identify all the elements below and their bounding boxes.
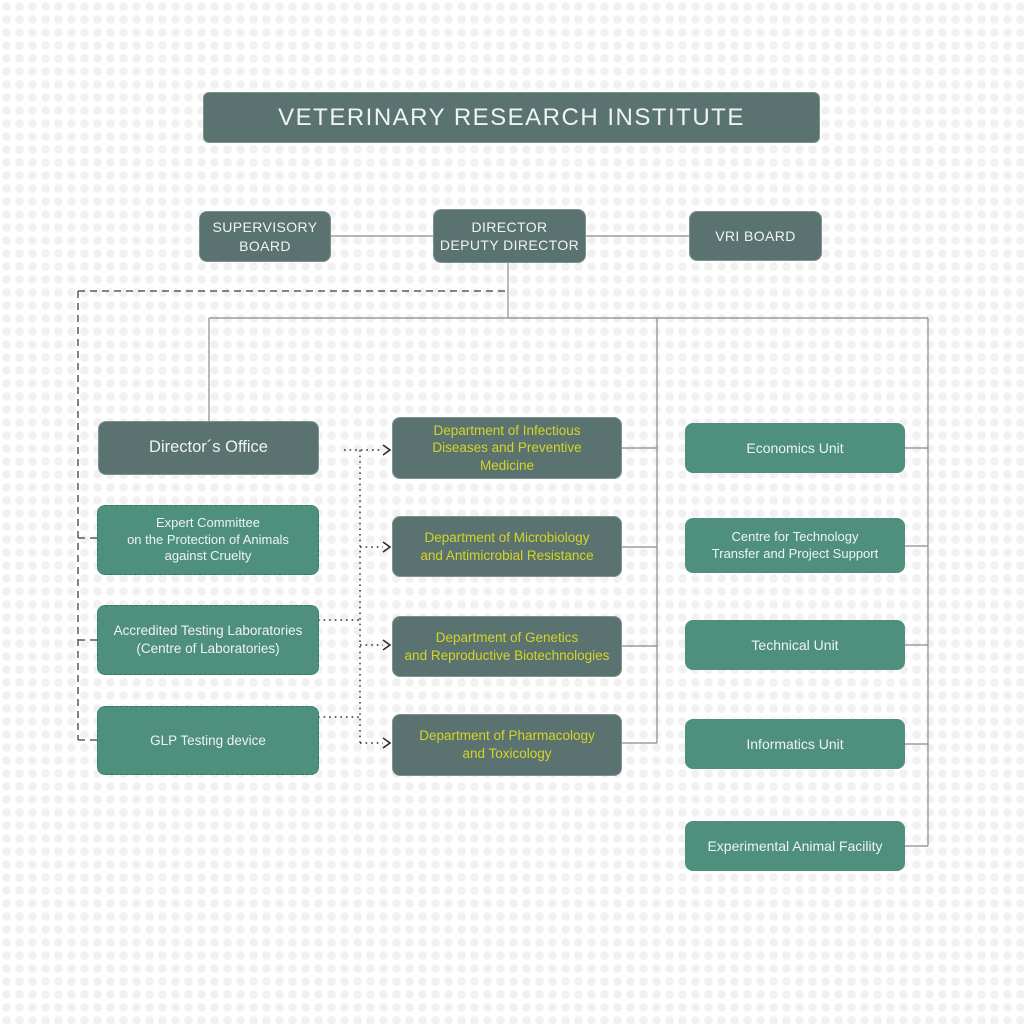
node-label: Experimental Animal Facility: [707, 837, 883, 854]
node-label: Economics Unit: [746, 439, 844, 456]
node-label: Director´s Office: [149, 438, 268, 457]
node-supervisory-board: SUPERVISORY BOARD: [199, 211, 331, 262]
node-glp-testing-device: GLP Testing device: [97, 706, 319, 775]
node-director-deputy-director: DIRECTOR DEPUTY DIRECTOR: [433, 209, 586, 263]
node-vri-board: VRI BOARD: [689, 211, 822, 261]
node-economics-unit: Economics Unit: [685, 423, 905, 473]
node-label: GLP Testing device: [150, 732, 266, 748]
node-label: SUPERVISORY BOARD: [212, 219, 318, 254]
node-accredited-testing-laboratories: Accredited Testing Laboratories (Centre …: [97, 605, 319, 675]
node-technical-unit: Technical Unit: [685, 620, 905, 670]
node-label: Department of Microbiology and Antimicro…: [420, 529, 594, 563]
node-label: DIRECTOR DEPUTY DIRECTOR: [439, 218, 580, 253]
node-experimental-animal-facility: Experimental Animal Facility: [685, 821, 905, 871]
node-label: Informatics Unit: [746, 735, 844, 752]
node-expert-committee: Expert Committee on the Protection of An…: [97, 505, 319, 575]
node-dept-infectious-diseases: Department of Infectious Diseases and Pr…: [392, 417, 622, 479]
node-dept-pharmacology: Department of Pharmacology and Toxicolog…: [392, 714, 622, 776]
chart-title-label: VETERINARY RESEARCH INSTITUTE: [278, 103, 745, 131]
arrowhead-dept3: [382, 639, 392, 651]
arrowhead-dept4: [382, 737, 392, 749]
node-label: VRI BOARD: [715, 227, 796, 244]
node-directors-office: Director´s Office: [98, 421, 319, 475]
node-label: Department of Genetics and Reproductive …: [404, 629, 610, 663]
node-informatics-unit: Informatics Unit: [685, 719, 905, 769]
node-dept-microbiology: Department of Microbiology and Antimicro…: [392, 516, 622, 577]
node-label: Expert Committee on the Protection of An…: [127, 514, 289, 564]
node-label: Centre for Technology Transfer and Proje…: [711, 528, 879, 561]
node-centre-technology-transfer: Centre for Technology Transfer and Proje…: [685, 518, 905, 573]
node-label: Department of Infectious Diseases and Pr…: [432, 422, 582, 473]
node-dept-genetics: Department of Genetics and Reproductive …: [392, 616, 622, 677]
node-label: Technical Unit: [751, 636, 839, 653]
arrowhead-dept1: [382, 444, 392, 456]
chart-title: VETERINARY RESEARCH INSTITUTE: [203, 92, 820, 143]
arrowhead-dept2: [382, 541, 392, 553]
node-label: Department of Pharmacology and Toxicolog…: [419, 728, 595, 761]
node-label: Accredited Testing Laboratories (Centre …: [113, 623, 303, 656]
